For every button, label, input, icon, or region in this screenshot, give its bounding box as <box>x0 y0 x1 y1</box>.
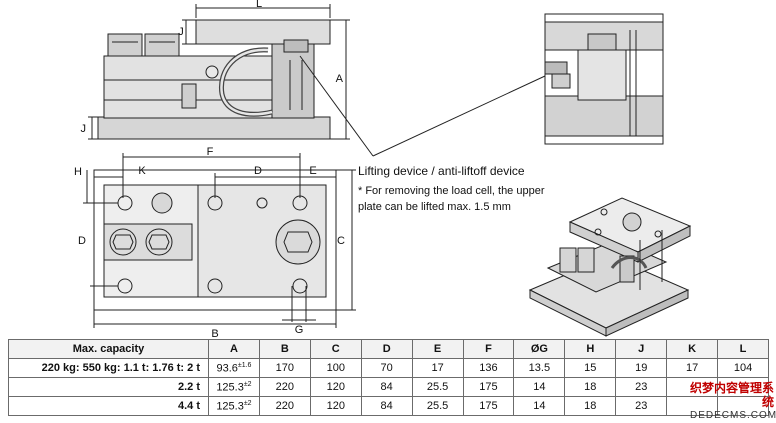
col-header-E: E <box>411 339 464 359</box>
value-cell: 15 <box>564 358 617 378</box>
plan-view <box>83 153 356 328</box>
value-cell: 84 <box>360 377 413 397</box>
dim-label-D-plan: D <box>254 165 262 177</box>
value-cell: 13.5 <box>513 358 566 378</box>
capacity-cell: 220 kg: 550 kg: 1.1 t: 1.76 t: 2 t <box>8 358 209 378</box>
watermark-line1: 织梦内容管理系统 <box>690 381 775 409</box>
lifting-device-note-line1: * For removing the load cell, the upper <box>358 185 545 197</box>
table-header-row: Max. capacity A B C D E F ØG H J K L <box>8 339 769 359</box>
value-cell: 25.5 <box>411 396 464 416</box>
value-cell: 25.5 <box>411 377 464 397</box>
value-cell: 104 <box>717 358 769 378</box>
value-cell: 14 <box>513 377 566 397</box>
watermark: 织梦内容管理系统 DEDECMS.COM <box>690 381 776 421</box>
value-cell: 18 <box>564 396 617 416</box>
dim-label-A: A <box>336 73 344 85</box>
dim-label-E: E <box>309 165 316 177</box>
dim-label-F: F <box>207 146 214 158</box>
table-row: 220 kg: 550 kg: 1.1 t: 1.76 t: 2 t 93.6±… <box>8 358 769 378</box>
dim-label-L: L <box>256 0 262 10</box>
col-header-G: ØG <box>513 339 566 359</box>
value-cell: 120 <box>309 396 362 416</box>
value-cell-A: 125.3±2 <box>208 396 260 416</box>
col-header-K: K <box>666 339 719 359</box>
dim-label-D-side: D <box>78 235 86 247</box>
col-header-L: L <box>717 339 769 359</box>
value-cell: 220 <box>258 396 311 416</box>
value-cell: 18 <box>564 377 617 397</box>
capacity-cell: 2.2 t <box>8 377 209 397</box>
value-cell: 120 <box>309 377 362 397</box>
value-cell <box>717 396 769 416</box>
detail-view <box>544 13 664 145</box>
value-cell-A: 125.3±2 <box>208 377 260 397</box>
value-cell: 136 <box>462 358 515 378</box>
table-row: 2.2 t 125.3±2 220 120 84 25.5 175 14 18 … <box>8 377 769 397</box>
isometric-view <box>528 197 692 337</box>
dim-label-G: G <box>295 324 304 336</box>
watermark-line2: DEDECMS.COM <box>690 410 776 421</box>
dim-label-J-top: J <box>178 26 184 38</box>
col-header-F: F <box>462 339 515 359</box>
value-cell: 23 <box>615 377 668 397</box>
dimensions-table: Max. capacity A B C D E F ØG H J K L 220… <box>8 339 769 416</box>
technical-drawing: L J A J F D E H K D C B G <box>74 0 692 340</box>
value-cell: 70 <box>360 358 413 378</box>
capacity-cell: 4.4 t <box>8 396 209 416</box>
lifting-device-note-line2: plate can be lifted max. 1.5 mm <box>358 201 511 213</box>
side-elevation-view <box>88 4 546 157</box>
value-cell: 175 <box>462 396 515 416</box>
value-cell-A: 93.6±1.6 <box>208 358 260 378</box>
dim-label-C: C <box>337 235 345 247</box>
value-cell: 175 <box>462 377 515 397</box>
value-cell: 170 <box>258 358 311 378</box>
value-cell: 19 <box>615 358 668 378</box>
dim-label-K: K <box>138 165 146 177</box>
col-header-A: A <box>208 339 260 359</box>
value-cell: 17 <box>411 358 464 378</box>
col-header-capacity: Max. capacity <box>8 339 209 359</box>
value-cell: 84 <box>360 396 413 416</box>
col-header-D: D <box>360 339 413 359</box>
col-header-H: H <box>564 339 617 359</box>
dim-label-B: B <box>211 328 218 340</box>
lifting-device-title: Lifting device / anti-liftoff device <box>358 164 525 178</box>
dim-label-H: H <box>74 166 82 178</box>
table-row: 4.4 t 125.3±2 220 120 84 25.5 175 14 18 … <box>8 396 769 416</box>
col-header-C: C <box>309 339 362 359</box>
value-cell: 17 <box>666 358 719 378</box>
col-header-B: B <box>258 339 311 359</box>
col-header-J: J <box>615 339 668 359</box>
value-cell: 23 <box>615 396 668 416</box>
value-cell: 220 <box>258 377 311 397</box>
dim-label-J-bottom: J <box>81 123 87 135</box>
value-cell: 100 <box>309 358 362 378</box>
value-cell: 14 <box>513 396 566 416</box>
